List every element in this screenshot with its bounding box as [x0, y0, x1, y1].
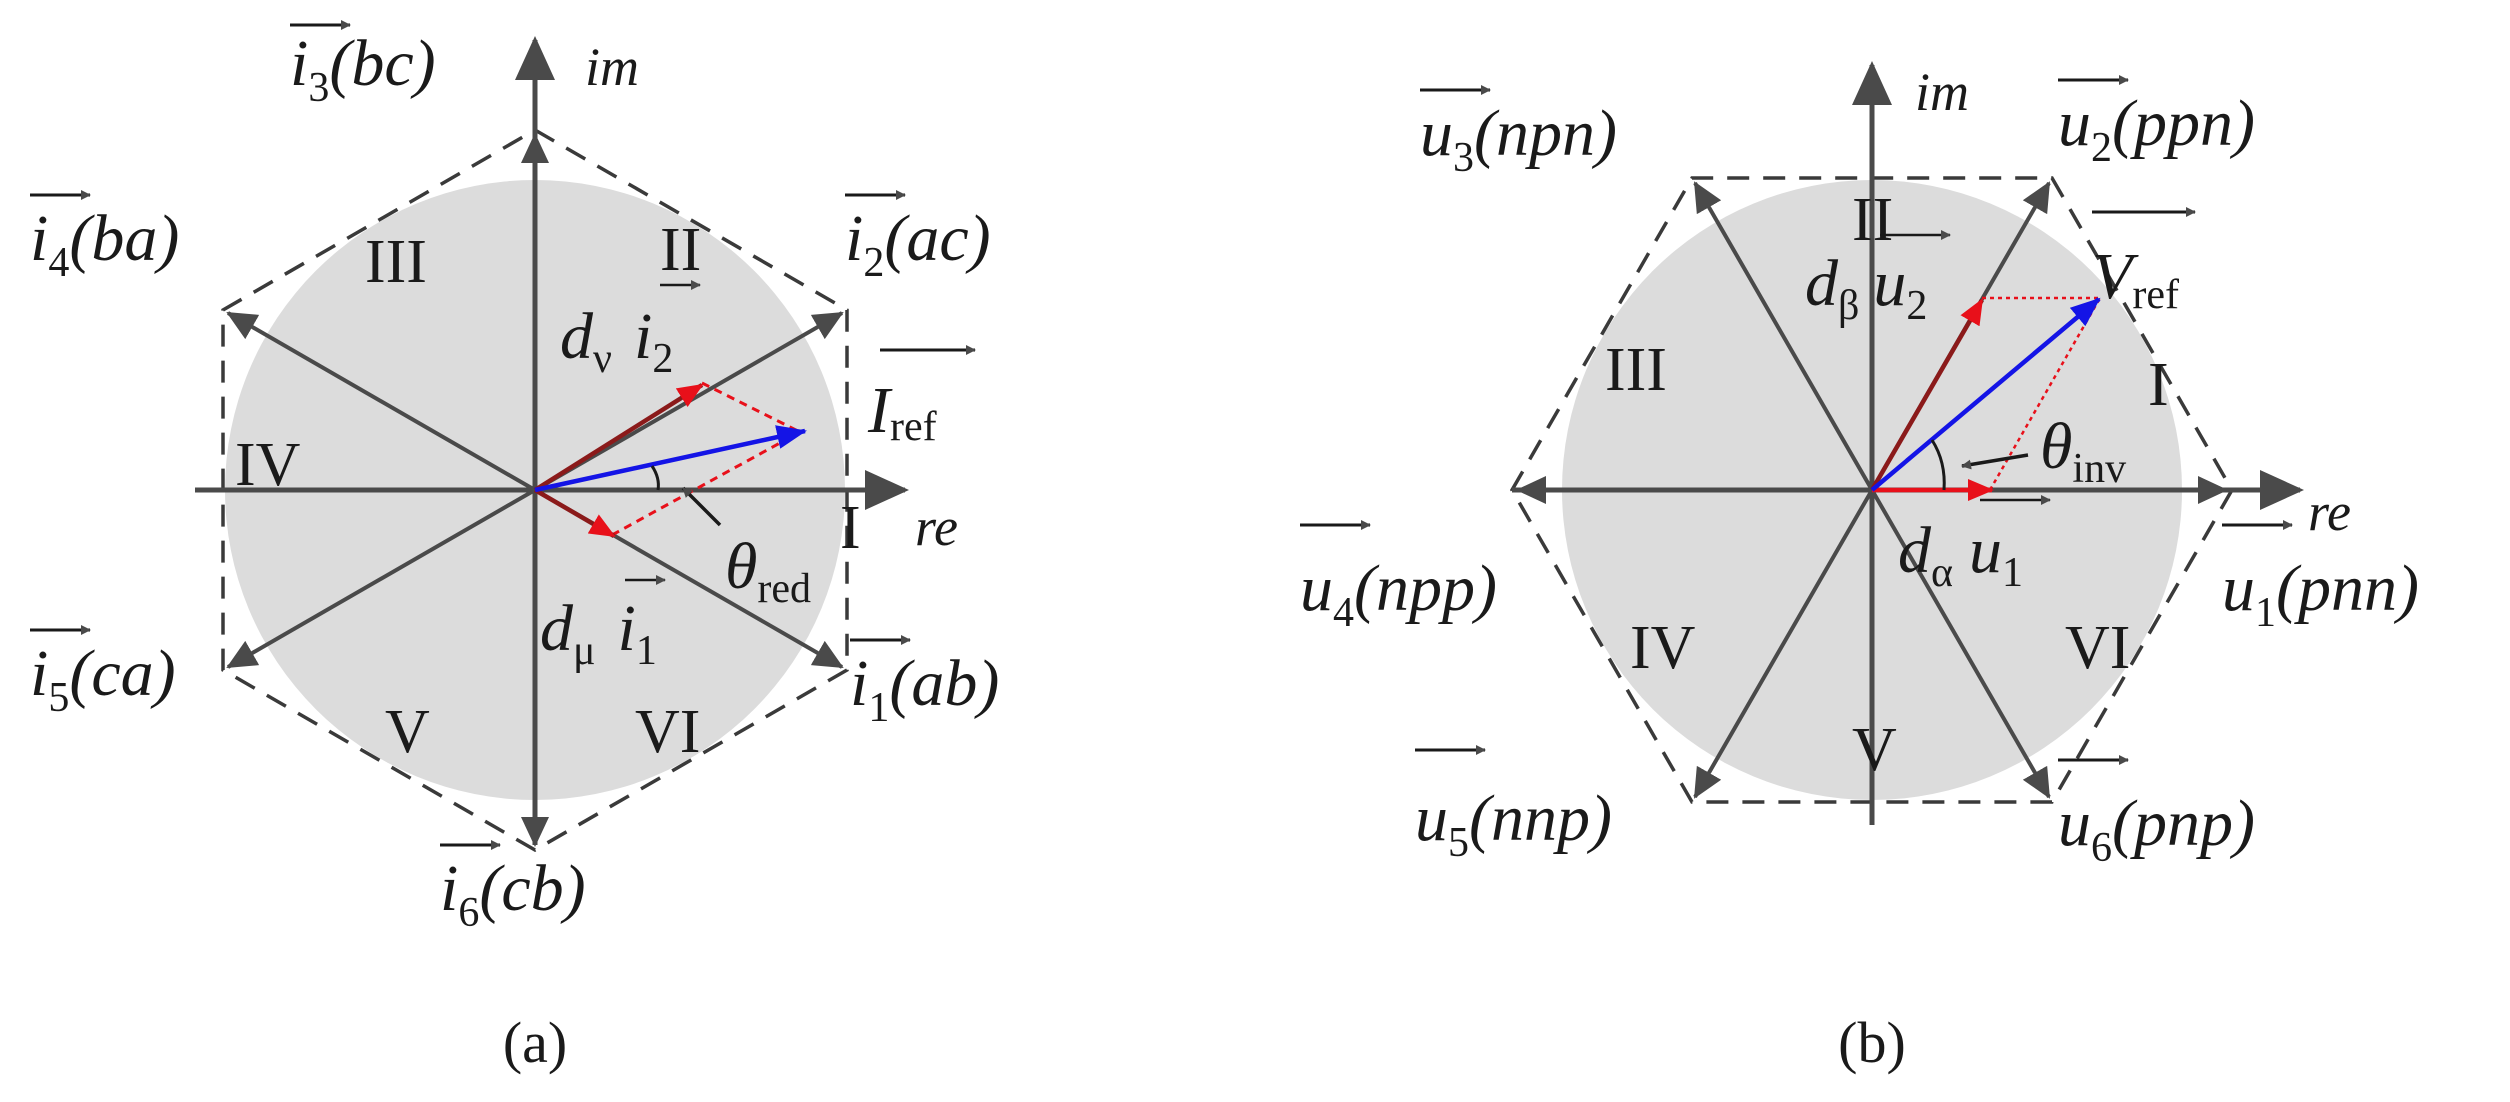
panel-a-dashed-parallel-lower [611, 430, 801, 537]
svg-text:u5(nnp): u5(nnp) [1415, 782, 1612, 866]
panel-a-label-i4: i4(ba) [30, 190, 179, 286]
panel-a-reference-label: Iref [867, 345, 976, 450]
panel-a-label-i6: i6(cb) [440, 840, 586, 936]
panel-b-resultant-arrow [1870, 298, 1984, 492]
panel-a-angle-arc [650, 465, 660, 491]
panel-b-angle-pointer [1961, 453, 2029, 470]
panel-a-sector-II: II [660, 216, 701, 284]
svg-text:Iref: Iref [867, 374, 937, 450]
panel-a-sector-V: V [385, 698, 430, 766]
panel-b-reference-arrow [1870, 297, 2101, 492]
panel-a-current-space-vectors: I II III IV V VI im re i3(bc) i4(ba) i2(… [30, 20, 999, 1075]
panel-b-sector-I: I [2148, 351, 2169, 419]
panel-b-vector-line-u3 [1693, 181, 1874, 491]
svg-text:i5(ca): i5(ca) [30, 637, 176, 721]
panel-a-duty-mu-arrow [533, 488, 616, 538]
panel-a-reference-arrow [534, 425, 807, 493]
panel-b-angle-label: θinv [2040, 410, 2126, 492]
svg-text:i6(cb): i6(cb) [440, 852, 586, 936]
svg-text:u4(npp): u4(npp) [1300, 552, 1497, 636]
panel-a-resultant-arrow [533, 383, 704, 492]
panel-a-label-i2: i2(ac) [845, 190, 991, 286]
panel-b-reference-label: Vref [2092, 207, 2196, 318]
panel-a-label-i1: i1(ab) [850, 635, 999, 731]
panel-b-sector-IV: IV [1630, 614, 1696, 682]
panel-a-label-i5: i5(ca) [30, 625, 176, 721]
panel-b-label-u2: u2(ppn) [2058, 75, 2255, 171]
panel-b-label-u3: u3(npn) [1420, 85, 1617, 181]
panel-b-caption: (b) [1838, 1010, 1906, 1075]
svg-text:i4(ba): i4(ba) [30, 202, 179, 286]
panel-a-sector-III: III [365, 228, 427, 296]
panel-b-angle-arc [1930, 439, 1946, 491]
panel-b-label-u5: u5(nnp) [1415, 745, 1612, 866]
svg-text:u3(npn): u3(npn) [1420, 97, 1617, 181]
svg-text:Vref: Vref [2092, 240, 2179, 318]
panel-b-label-u6: u6(pnp) [2058, 755, 2255, 871]
panel-b-label-u4: u4(npp) [1300, 520, 1497, 636]
panel-b-sector-II: II [1852, 186, 1893, 254]
panel-a-sector-IV: IV [235, 431, 301, 499]
panel-a-vector-line-i5 [226, 488, 536, 669]
panel-a-hexagon [221, 127, 849, 853]
panel-a-sector-I: I [840, 494, 861, 562]
panel-b-sector-V: V [1852, 716, 1897, 784]
svg-text:u6(pnp): u6(pnp) [2058, 787, 2255, 871]
panel-b-sector-VI: VI [2065, 614, 2130, 682]
panel-b-vector-line-u5 [1693, 489, 1874, 799]
svg-text:i2(ac): i2(ac) [845, 202, 991, 286]
panel-b-vector-line-u6 [1870, 489, 2051, 799]
svg-text:i1(ab): i1(ab) [850, 647, 999, 731]
panel-a-angle-pointer [681, 486, 722, 527]
panel-a-vector-line-i4 [226, 311, 536, 492]
panel-a-sector-VI: VI [635, 698, 700, 766]
panel-a-dashed-parallel-upper [701, 381, 801, 434]
panel-b-re-label: re [2308, 482, 2351, 542]
panel-b-dotted-lower [1988, 297, 2102, 491]
panel-b-label-u1: u1(pnn) [2222, 520, 2419, 636]
svg-text:i3(bc): i3(bc) [290, 27, 436, 111]
panel-b-sector-III: III [1605, 336, 1667, 404]
panel-b-im-label: im [1915, 62, 1969, 122]
panel-a-re-label: re [915, 497, 958, 557]
svg-text:u1(pnn): u1(pnn) [2222, 552, 2419, 636]
panel-a-im-label: im [585, 37, 639, 97]
panel-a-label-i3: i3(bc) [290, 20, 436, 111]
panel-a-angle-label: θred [725, 530, 811, 612]
panel-b-voltage-space-vectors: I II III IV V VI im re u3(npn) u2(ppn) u… [1300, 61, 2419, 1075]
panel-a-caption: (a) [503, 1010, 567, 1075]
svg-text:u2(ppn): u2(ppn) [2058, 87, 2255, 171]
